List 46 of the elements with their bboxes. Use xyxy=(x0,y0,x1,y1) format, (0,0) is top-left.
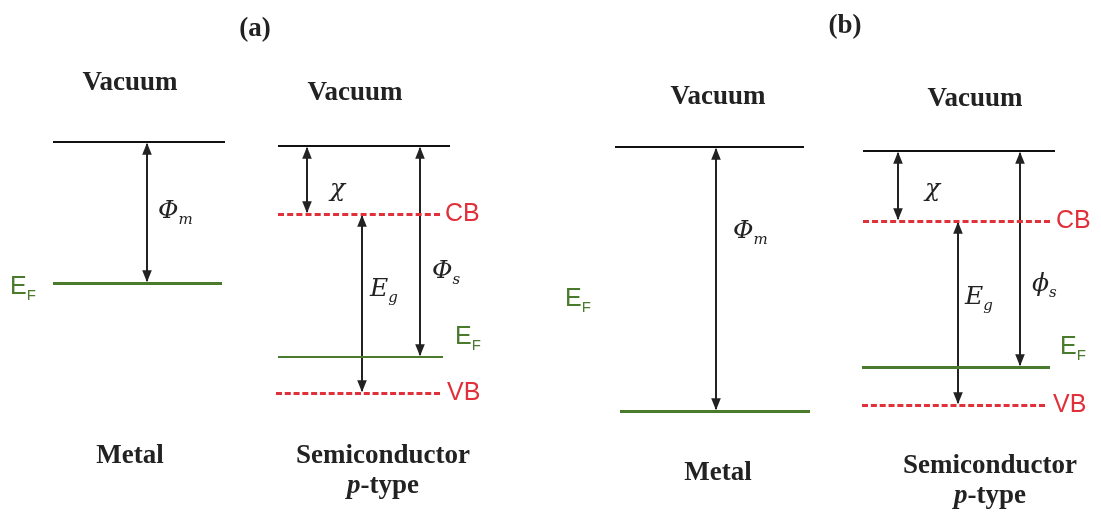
double-headed-arrow xyxy=(953,221,963,405)
material-label: Semiconductor p-type xyxy=(295,440,471,500)
level-label: E$_{F}$ xyxy=(1060,332,1086,364)
energy-level-line xyxy=(278,356,443,358)
edge-label: χ xyxy=(330,174,346,202)
band-edge-dashed-line xyxy=(278,213,440,216)
energy-level-line xyxy=(53,282,222,285)
double-headed-arrow xyxy=(893,151,903,221)
energy-level-line xyxy=(863,150,1055,152)
level-name: Vacuum xyxy=(82,67,178,97)
double-headed-arrow xyxy=(1015,151,1025,367)
energy-level-line xyxy=(615,146,804,148)
level-label: CB xyxy=(445,199,480,227)
edge-label: χ xyxy=(925,174,941,202)
band-edge-dashed-line xyxy=(863,220,1050,223)
level-name: Vacuum xyxy=(670,81,766,111)
double-headed-arrow xyxy=(357,214,367,393)
double-headed-arrow xyxy=(415,146,425,357)
material-label: Metal xyxy=(684,457,752,487)
double-headed-arrow xyxy=(711,147,721,411)
energy-level-line xyxy=(278,145,450,147)
double-headed-arrow xyxy=(142,142,152,283)
level-label: E$_{F}$ xyxy=(10,272,36,304)
material-label: Metal xyxy=(96,440,164,470)
level-label: VB xyxy=(447,378,481,406)
level-label: CB xyxy=(1056,206,1091,234)
panel-label: (a) xyxy=(239,13,271,43)
edge-label: ϕ$_{s}$ xyxy=(1032,269,1057,301)
level-label: E$_{F}$ xyxy=(455,322,481,354)
energy-level-line xyxy=(862,366,1050,369)
edge-label: E$_{g}$ xyxy=(370,274,398,306)
level-label: VB xyxy=(1053,390,1087,418)
energy-level-line xyxy=(620,410,810,413)
band-edge-dashed-line xyxy=(862,404,1045,407)
edge-label: E$_{g}$ xyxy=(965,282,993,314)
level-label: E$_{F}$ xyxy=(565,284,591,316)
material-label: Semiconductor p-type xyxy=(902,450,1078,510)
edge-label: Φ$_{m}$ xyxy=(158,196,193,228)
double-headed-arrow xyxy=(302,146,312,214)
band-edge-dashed-line xyxy=(276,392,440,395)
energy-level-line xyxy=(53,141,225,143)
level-name: Vacuum xyxy=(307,77,403,107)
level-name: Vacuum xyxy=(927,83,1023,113)
edge-label: Φ$_{s}$ xyxy=(432,256,461,288)
panel-label: (b) xyxy=(828,10,862,40)
edge-label: Φ$_{m}$ xyxy=(733,216,768,248)
